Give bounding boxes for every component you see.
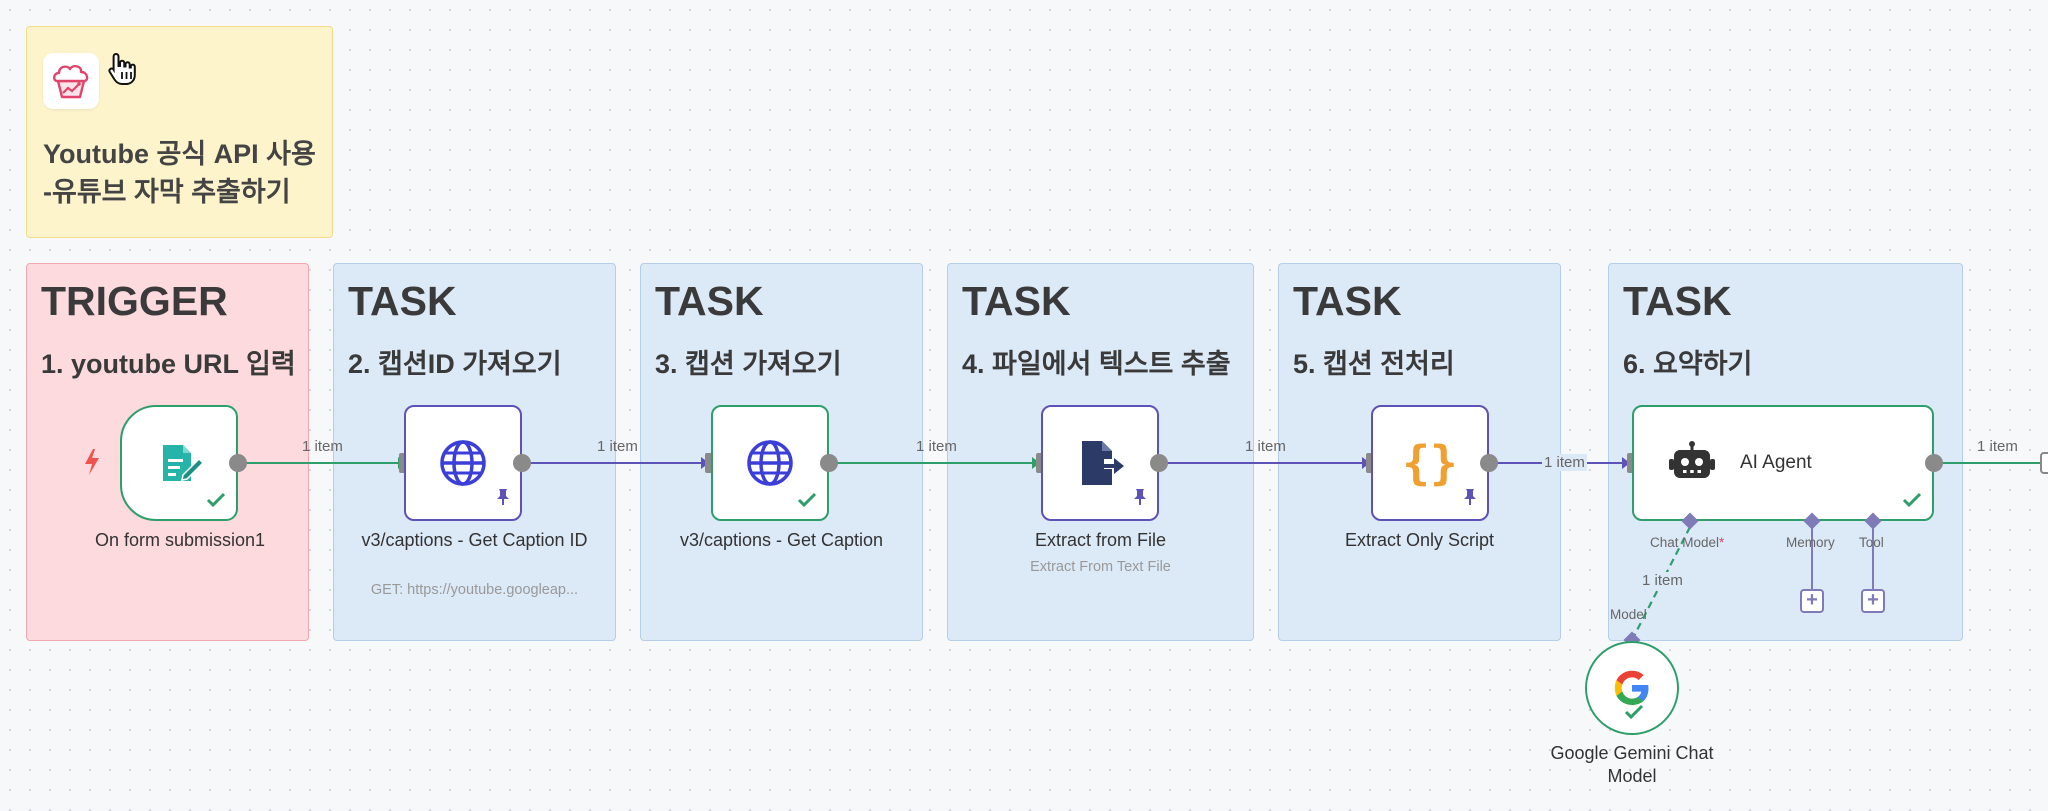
output-port[interactable] [229, 454, 247, 472]
add-tool-button[interactable]: + [1861, 589, 1885, 613]
section-title: TASK [962, 278, 1071, 324]
output-port[interactable] [1925, 454, 1943, 472]
edge-label: 1 item [916, 438, 957, 455]
node-label: v3/captions - Get Caption ID [361, 530, 588, 550]
add-next-node-button[interactable] [2040, 452, 2048, 474]
node-extract-from-file[interactable] [1041, 405, 1159, 521]
model-port-label: Model [1610, 607, 1647, 622]
port-label-text: Chat Model [1650, 535, 1720, 550]
cupcake-chart-logo-icon [43, 53, 99, 109]
output-port[interactable] [820, 454, 838, 472]
success-check-icon [797, 492, 817, 513]
section-subtitle: 2. 캡션ID 가져오기 [348, 349, 562, 379]
input-port[interactable] [1627, 453, 1636, 473]
node-get-caption[interactable] [711, 405, 829, 521]
section-title: TRIGGER [41, 278, 228, 324]
memory-port-label: Memory [1786, 535, 1835, 550]
edge-label: 1 item [597, 438, 638, 455]
node-form-submission[interactable] [120, 405, 238, 521]
section-title: TASK [655, 278, 764, 324]
node-label: Extract Only Script [1344, 530, 1495, 550]
node-sublabel: GET: https://youtube.googleap... [370, 582, 579, 598]
gemini-label-line-2: Model [1607, 766, 1657, 786]
hand-cursor-icon [108, 52, 136, 91]
globe-icon [440, 440, 486, 486]
arrowhead [1622, 457, 1630, 469]
file-export-icon [1082, 441, 1124, 485]
section-subtitle: 3. 캡션 가져오기 [655, 349, 842, 379]
code-braces-icon: {} [1402, 437, 1457, 489]
output-port[interactable] [1150, 454, 1168, 472]
section-subtitle: 5. 캡션 전처리 [1293, 349, 1455, 379]
node-label: AI Agent [1740, 452, 1812, 473]
svg-text:{}: {} [1402, 437, 1457, 489]
robot-icon [1669, 441, 1715, 478]
add-memory-button[interactable]: + [1800, 589, 1824, 613]
required-mark: * [1719, 535, 1725, 550]
google-icon [1614, 670, 1649, 705]
edge-label: 1 item [1245, 438, 1286, 455]
output-port[interactable] [1480, 454, 1498, 472]
node-label: Extract from File [1034, 530, 1167, 550]
lightning-icon [82, 448, 102, 481]
edge-label: 1 item [1977, 438, 2018, 455]
pin-icon [1133, 488, 1147, 511]
tool-port-label: Tool [1859, 535, 1884, 550]
note-line-1: Youtube 공식 API 사용 [43, 139, 316, 169]
input-port[interactable] [1366, 453, 1375, 473]
sticky-note-title[interactable]: Youtube 공식 API 사용 -유튜브 자막 추출하기 [26, 26, 333, 238]
section-subtitle: 1. youtube URL 입력 [41, 349, 296, 379]
node-label: v3/captions - Get Caption [679, 530, 884, 550]
note-text: Youtube 공식 API 사용 -유튜브 자막 추출하기 [43, 135, 328, 211]
globe-icon [747, 440, 793, 486]
edge-label: 1 item [1542, 454, 1587, 471]
note-line-2: -유튜브 자막 추출하기 [43, 177, 291, 207]
section-subtitle: 4. 파일에서 텍스트 추출 [962, 349, 1231, 379]
node-label: On form submission1 [94, 530, 266, 550]
section-task-3[interactable]: TASK 3. 캡션 가져오기 [640, 263, 923, 641]
input-port[interactable] [1036, 453, 1045, 473]
section-task-2[interactable]: TASK 2. 캡션ID 가져오기 [333, 263, 616, 641]
edge-label: 1 item [1640, 572, 1685, 589]
node-sublabel: Extract From Text File [1030, 559, 1171, 575]
success-check-icon [1902, 492, 1922, 513]
edge-label: 1 item [302, 438, 343, 455]
gemini-label-line-1: Google Gemini Chat [1550, 743, 1714, 763]
output-port[interactable] [513, 454, 531, 472]
node-extract-only-script[interactable]: {} [1371, 405, 1489, 521]
section-title: TASK [348, 278, 457, 324]
node-get-caption-id[interactable] [404, 405, 522, 521]
chat-model-port-label: Chat Model* [1650, 535, 1724, 550]
success-check-icon [1624, 704, 1644, 725]
input-port[interactable] [399, 453, 408, 473]
section-title: TASK [1623, 278, 1732, 324]
node-google-gemini-chat-model[interactable] [1585, 641, 1679, 735]
success-check-icon [206, 492, 226, 513]
pin-icon [496, 488, 510, 511]
input-port[interactable] [705, 453, 714, 473]
node-ai-agent[interactable]: AI Agent [1632, 405, 1934, 521]
gemini-node-label: Google Gemini Chat Model [1512, 742, 1752, 788]
section-subtitle: 6. 요약하기 [1623, 349, 1753, 379]
form-edit-icon [163, 445, 205, 481]
section-title: TASK [1293, 278, 1402, 324]
pin-icon [1463, 488, 1477, 511]
